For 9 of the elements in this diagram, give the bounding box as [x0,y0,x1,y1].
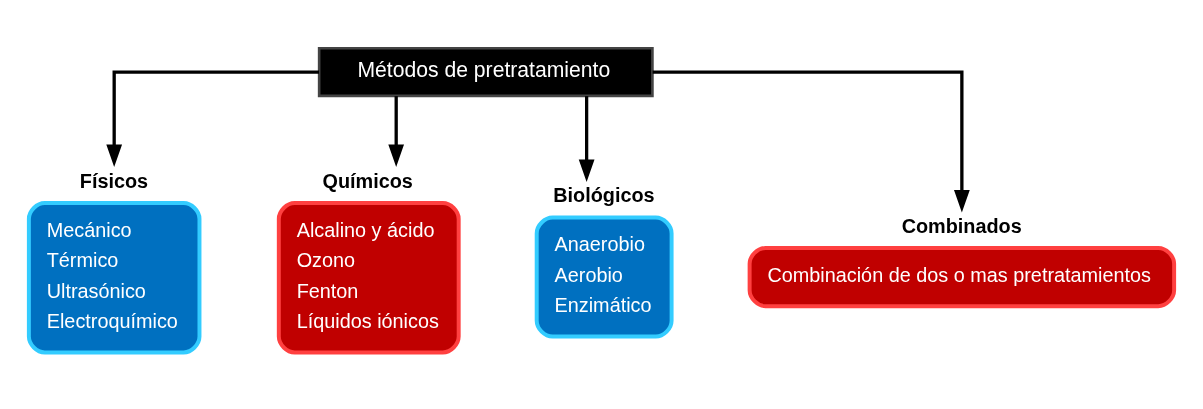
node-box: Métodos de pretratamiento [317,46,654,97]
node-label: Físicos [79,169,149,192]
arrow [652,69,970,212]
node-label: Combinados [901,214,1022,237]
arrow [578,95,595,182]
arrow [106,69,319,167]
node-label: Biológicos [553,183,655,206]
node-label: Químicos [322,169,413,192]
arrow [388,95,405,167]
